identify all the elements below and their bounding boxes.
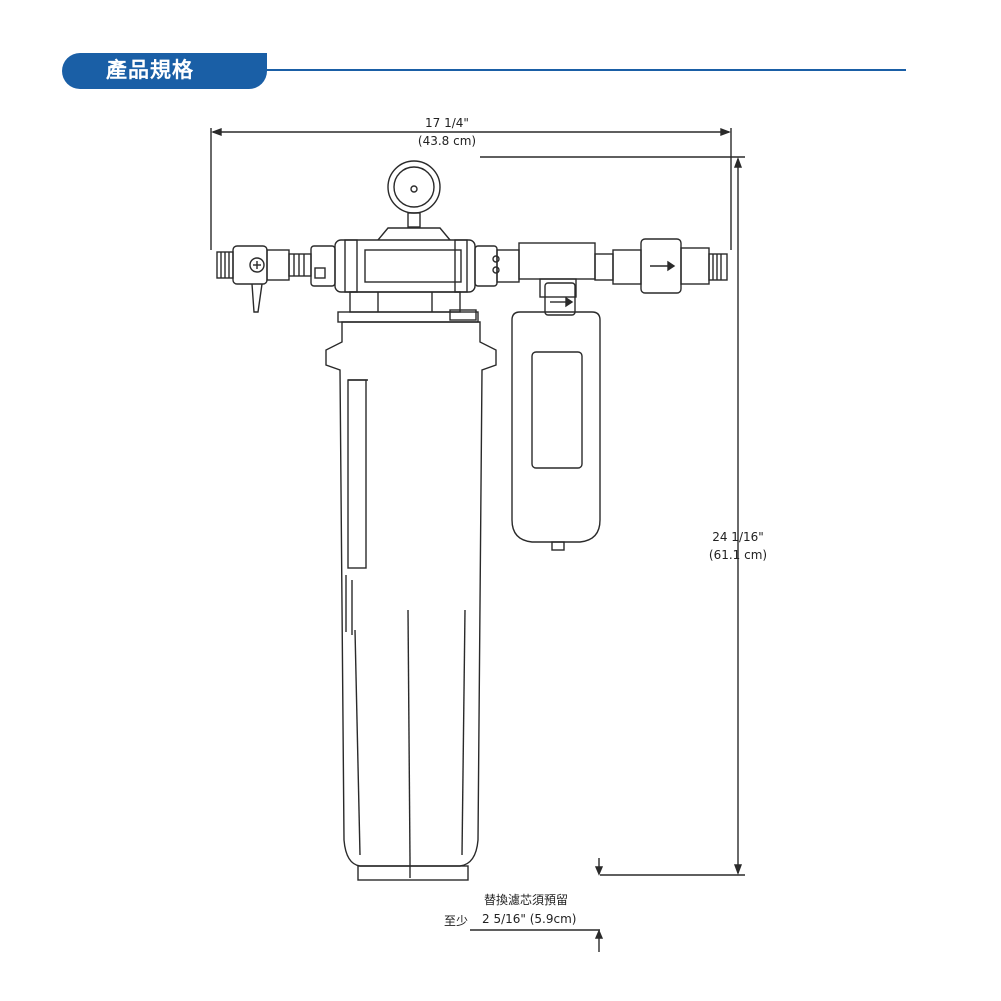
- height-dimension-line: [480, 156, 745, 876]
- section-title: 產品規格: [106, 58, 194, 82]
- section-header-pill: [62, 53, 267, 89]
- width-dimension-inches: 17 1/4": [425, 116, 469, 130]
- manifold-pipe: [216, 238, 728, 313]
- width-dimension-cm: (43.8 cm): [417, 134, 477, 148]
- clearance-note-prefix: 至少: [444, 914, 469, 928]
- height-dimension-inches: 24 1/16": [712, 530, 764, 544]
- mounting-bracket: [337, 291, 479, 323]
- height-dimension-cm: (61.1 cm): [708, 548, 768, 562]
- clearance-note-line1: 替換濾芯須預留: [484, 893, 569, 907]
- main-filter-cartridge: [325, 321, 497, 881]
- clearance-note-value: 2 5/16" (5.9cm): [482, 912, 577, 926]
- secondary-filter-cartridge: [511, 282, 601, 551]
- section-header-rule: [262, 69, 906, 71]
- width-dimension-line: [210, 127, 732, 250]
- pressure-gauge: [377, 160, 451, 241]
- clearance-dimension-line: [470, 858, 604, 952]
